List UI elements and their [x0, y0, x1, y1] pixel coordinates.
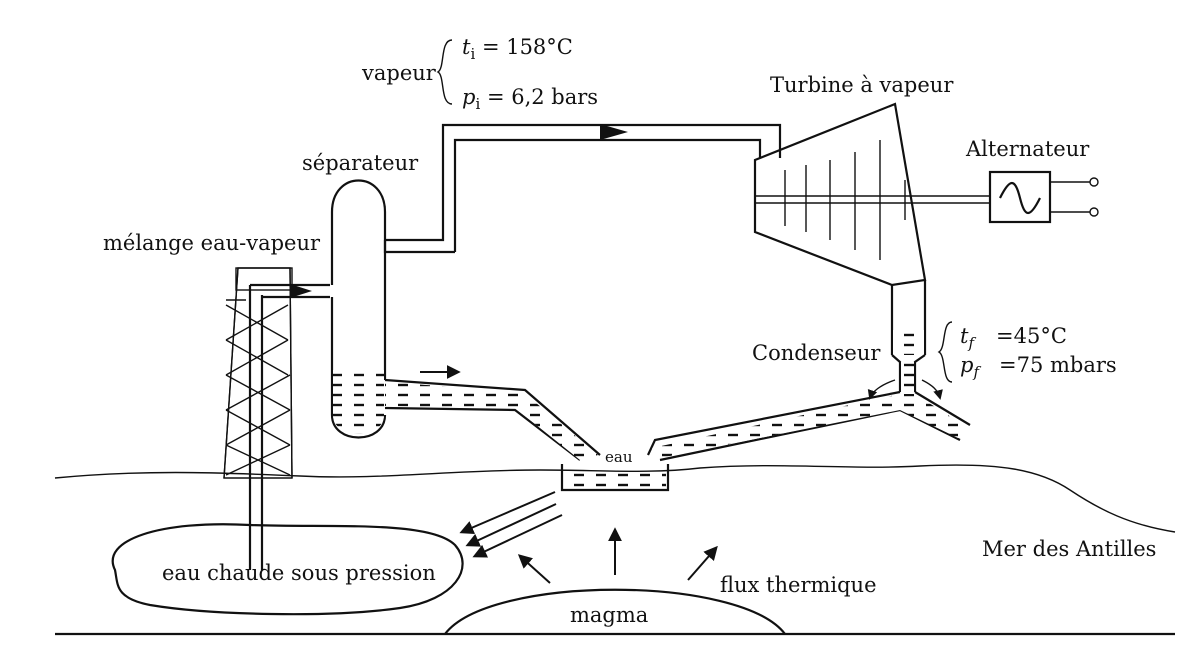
- water-basin: [560, 464, 670, 492]
- turbine-label: Turbine à vapeur: [770, 73, 954, 97]
- mixture-label: mélange eau-vapeur: [103, 231, 321, 255]
- heat-flux-label: flux thermique: [720, 573, 877, 597]
- hot-water-reservoir: [111, 523, 464, 616]
- well-pipe: [248, 283, 330, 570]
- reservoir-label: eau chaude sous pression: [162, 561, 436, 585]
- condenser-temperature-label: tf=45°C: [960, 324, 1067, 352]
- steam-temperature-label: ti = 158°C: [462, 35, 573, 63]
- ground-line: [54, 464, 1176, 533]
- steam-pressure-label: pi = 6,2 bars: [462, 85, 598, 113]
- basin-water-label: eau: [605, 448, 633, 466]
- separator-label: séparateur: [302, 151, 419, 175]
- steam-pipe: [385, 123, 782, 252]
- alternator: [988, 170, 1099, 224]
- sea-label: Mer des Antilles: [982, 537, 1156, 561]
- condenser-pressure-label: pf=75 mbars: [960, 353, 1117, 381]
- steam-turbine: [753, 102, 990, 287]
- condenser: [890, 280, 927, 392]
- return-pipe: [647, 379, 971, 462]
- drilling-tower: [223, 267, 293, 479]
- condenser-brace: [937, 321, 953, 383]
- alternator-label: Alternateur: [965, 137, 1090, 161]
- magma-label: magma: [570, 603, 648, 627]
- magma-dome: [444, 588, 786, 635]
- condenser-label: Condenseur: [752, 341, 881, 365]
- water-pipe: [384, 365, 601, 461]
- vapeur-brace: [436, 39, 453, 105]
- vapeur-label: vapeur: [361, 61, 437, 85]
- heat-flux-arrows: [459, 491, 718, 584]
- separator-vessel: [330, 179, 455, 439]
